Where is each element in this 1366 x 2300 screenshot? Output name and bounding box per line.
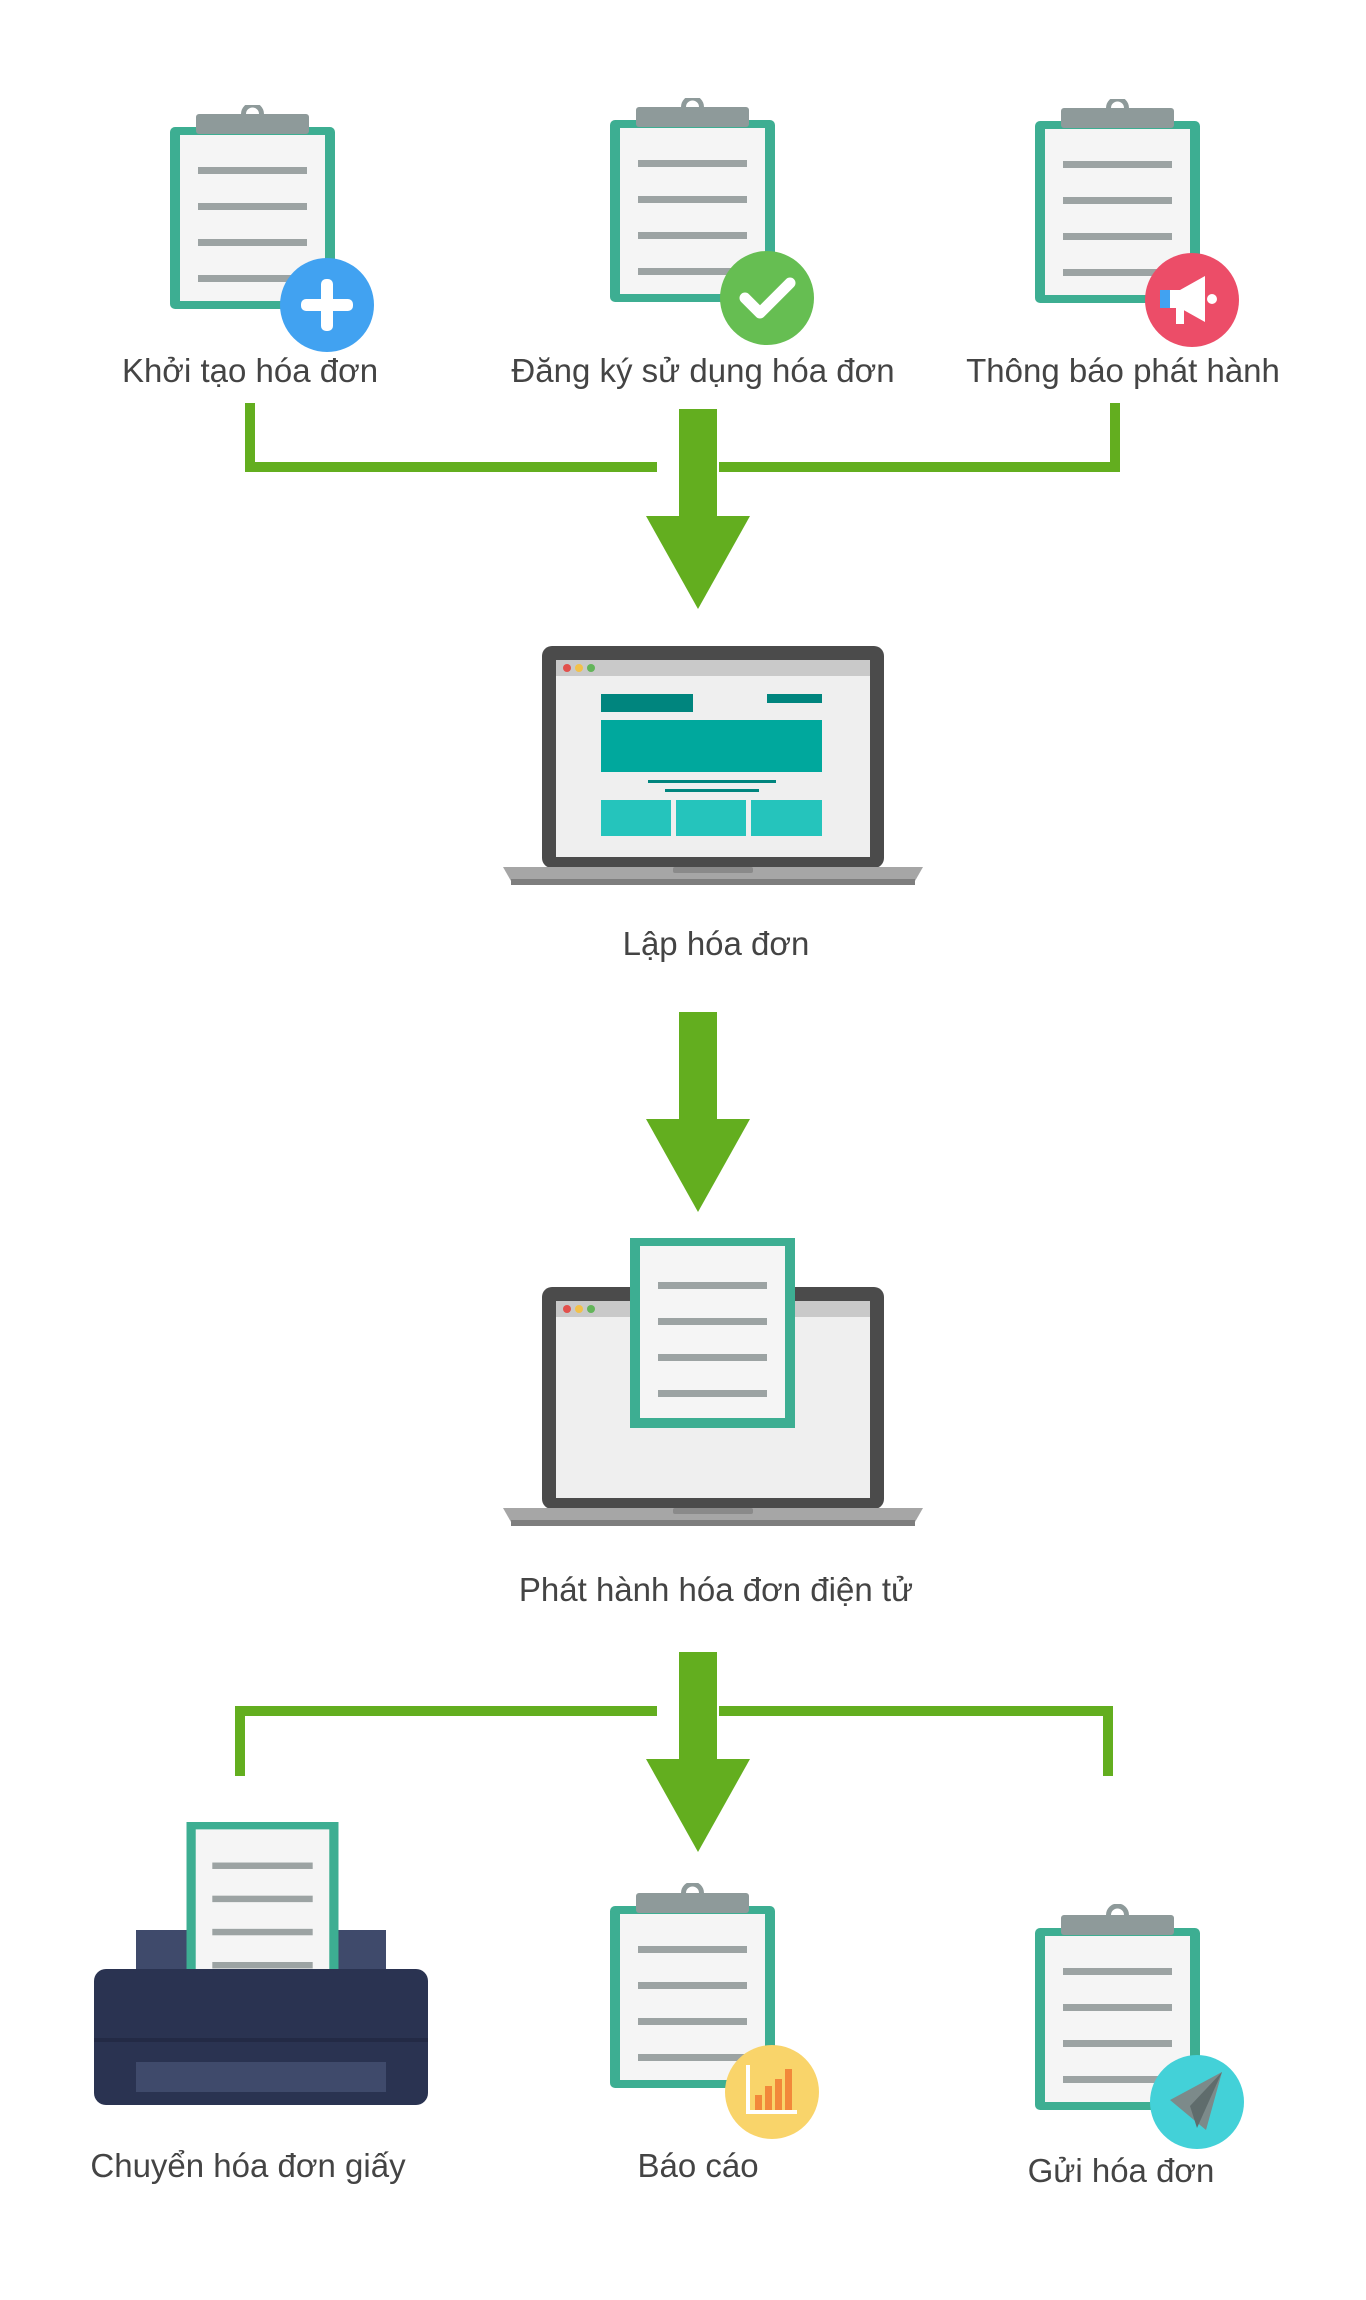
check-icon	[720, 251, 814, 345]
arrow-1	[646, 409, 750, 609]
paper-plane-icon	[1150, 2055, 1244, 2149]
step-label-dang-ky: Đăng ký sử dụng hóa đơn	[511, 352, 895, 389]
step-label-khoi-tao: Khởi tạo hóa đơn	[121, 352, 379, 389]
plus-icon	[280, 258, 374, 352]
arrow-3	[646, 1652, 750, 1852]
step-label-bao-cao: Báo cáo	[637, 2147, 759, 2184]
step-label-thong-bao: Thông báo phát hành	[966, 352, 1280, 389]
laptop-icon	[503, 646, 923, 885]
laptop-document-icon	[503, 1238, 923, 1526]
step-label-chuyen: Chuyển hóa đơn giấy	[90, 2147, 406, 2184]
step-label-gui: Gửi hóa đơn	[1027, 2152, 1215, 2189]
step-label-lap: Lập hóa đơn	[622, 925, 810, 962]
printer-icon	[94, 1822, 428, 2105]
arrow-2	[646, 1012, 750, 1212]
step-label-phat-hanh: Phát hành hóa đơn điện tử	[518, 1571, 914, 1608]
bar-chart-icon	[725, 2045, 819, 2139]
megaphone-icon	[1145, 253, 1239, 347]
